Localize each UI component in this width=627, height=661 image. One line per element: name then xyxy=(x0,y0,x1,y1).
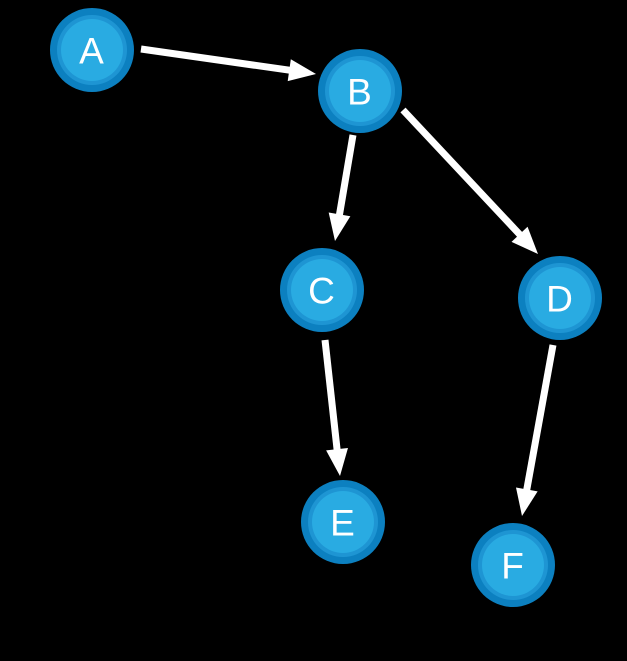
graph-node-D[interactable]: D xyxy=(518,256,602,340)
arrowhead-icon xyxy=(328,212,351,241)
graph-node-E[interactable]: E xyxy=(301,480,385,564)
node-label-F: F xyxy=(501,546,525,587)
node-label-E: E xyxy=(330,503,356,544)
node-fill-B xyxy=(329,60,391,122)
edge-shaft-B-D xyxy=(400,107,524,239)
edge-B-C xyxy=(328,134,357,241)
edge-C-E xyxy=(321,339,348,476)
arrowhead-icon xyxy=(511,226,538,254)
arrowhead-icon xyxy=(515,487,538,516)
graph-node-F[interactable]: F xyxy=(471,523,555,607)
graph-node-B[interactable]: B xyxy=(318,49,402,133)
node-label-B: B xyxy=(347,72,373,113)
arrowhead-icon xyxy=(326,447,348,476)
node-label-D: D xyxy=(546,279,574,320)
edge-shaft-D-F xyxy=(523,344,557,493)
edge-shaft-B-C xyxy=(335,134,357,217)
node-label-A: A xyxy=(79,31,105,72)
node-fill-C xyxy=(291,259,353,321)
node-fill-F xyxy=(482,534,544,596)
node-fill-D xyxy=(529,267,591,329)
node-fill-E xyxy=(312,491,374,553)
graph-node-A[interactable]: A xyxy=(50,8,134,92)
arrowhead-icon xyxy=(287,59,316,82)
node-fill-A xyxy=(61,19,123,81)
edge-shaft-C-E xyxy=(321,339,341,452)
graph-node-C[interactable]: C xyxy=(280,248,364,332)
edge-D-F xyxy=(515,344,557,516)
edge-B-D xyxy=(400,107,538,254)
edge-A-B xyxy=(140,45,316,82)
edge-shaft-A-B xyxy=(140,45,292,74)
node-label-C: C xyxy=(308,271,336,312)
